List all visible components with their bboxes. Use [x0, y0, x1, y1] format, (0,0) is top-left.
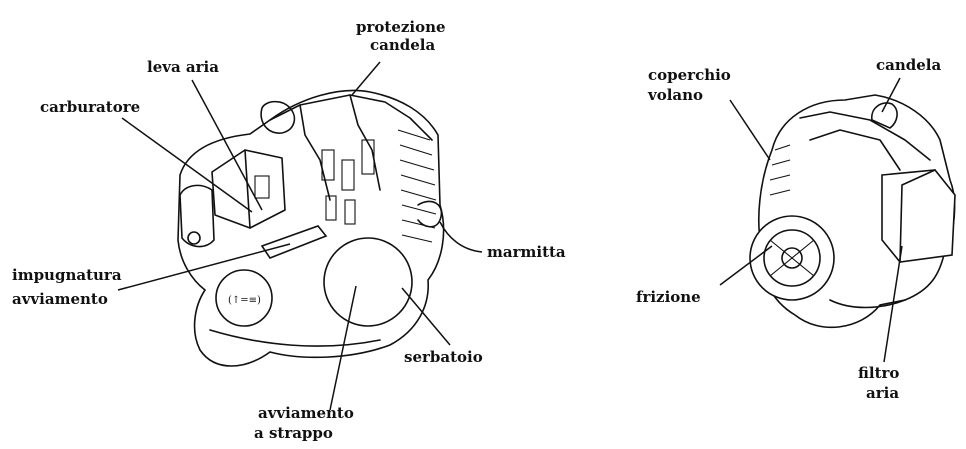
label-leva-aria: leva aria: [147, 58, 219, 76]
label-candela: candela: [876, 56, 941, 74]
svg-text:(↑=≡): (↑=≡): [228, 295, 261, 306]
label-filtro-line1: filtro: [858, 364, 899, 382]
label-impugnatura-line2: avviamento: [12, 290, 108, 308]
left-engine-drawing: (↑=≡): [178, 90, 444, 366]
label-protezione-line2: candela: [370, 36, 435, 54]
label-carburatore: carburatore: [40, 98, 140, 116]
label-protezione-line1: protezione: [356, 18, 446, 36]
label-avviamento-line1: avviamento: [258, 404, 354, 422]
label-coperchio-line2: volano: [647, 86, 703, 104]
recoil-starter: [324, 238, 412, 326]
label-marmitta: marmitta: [487, 243, 566, 261]
label-impugnatura-line1: impugnatura: [12, 266, 122, 284]
label-avviamento-line2: a strappo: [254, 424, 333, 442]
right-engine-drawing: [750, 95, 955, 327]
label-serbatoio: serbatoio: [404, 348, 483, 366]
label-coperchio-line1: coperchio: [648, 66, 731, 84]
label-filtro-line2: aria: [866, 384, 899, 402]
label-frizione: frizione: [636, 288, 701, 306]
